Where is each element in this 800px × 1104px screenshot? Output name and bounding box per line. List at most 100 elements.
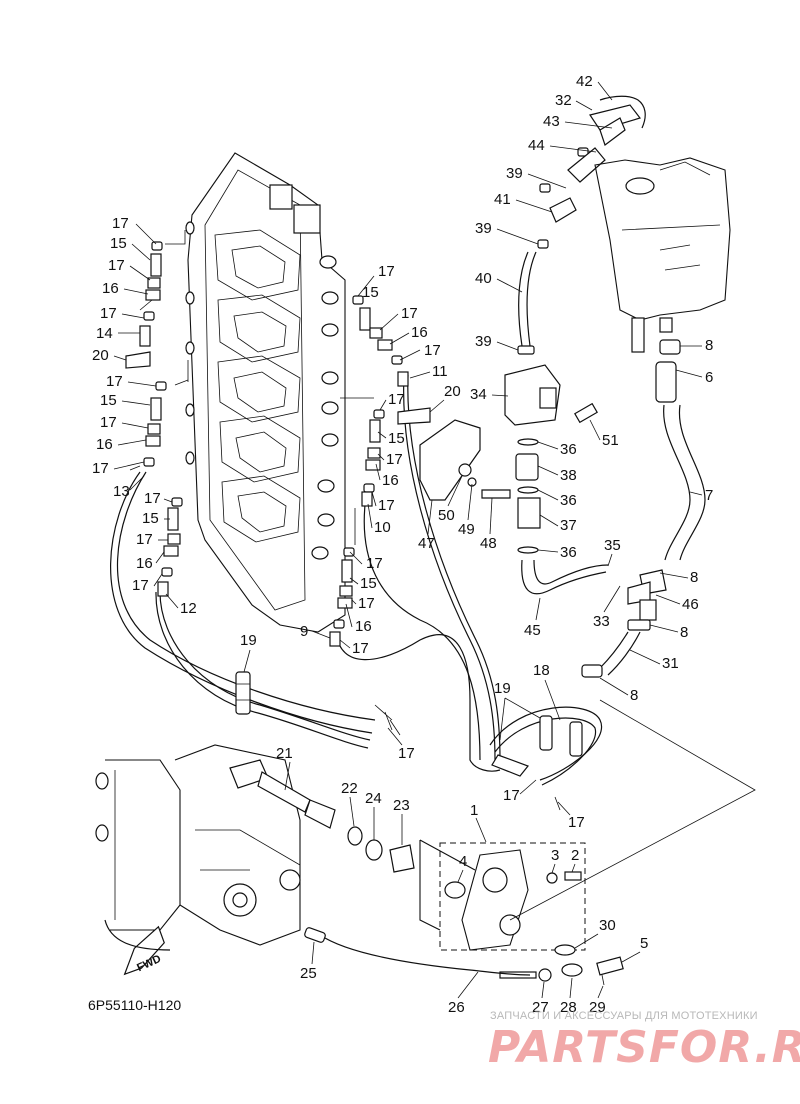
callout-17c: 17 — [100, 305, 117, 322]
callout-20a: 20 — [92, 347, 109, 364]
diagram-code: 6P55110-H120 — [88, 997, 182, 1013]
callout-16f: 16 — [355, 618, 372, 635]
callout-17k: 17 — [401, 305, 418, 322]
callout-51: 51 — [602, 432, 619, 449]
callout-17p: 17 — [366, 555, 383, 572]
callout-16e: 16 — [382, 472, 399, 489]
callout-15a: 15 — [110, 235, 127, 252]
clamp-19-left — [235, 671, 251, 715]
callout-17h: 17 — [136, 531, 153, 548]
callout-17f: 17 — [92, 460, 109, 477]
callout-19a: 19 — [240, 632, 257, 649]
callout-5: 5 — [640, 935, 648, 952]
callout-18: 18 — [533, 662, 550, 679]
callout-39a: 39 — [506, 165, 523, 182]
callout-50: 50 — [438, 507, 455, 524]
lower-case-drawing — [95, 744, 301, 946]
callout-17o: 17 — [378, 497, 395, 514]
callout-47: 47 — [418, 535, 435, 552]
callout-43: 43 — [543, 113, 560, 130]
callout-39b: 39 — [475, 220, 492, 237]
callout-31: 31 — [662, 655, 679, 672]
callout-11: 11 — [432, 363, 448, 380]
callout-40: 40 — [475, 270, 492, 287]
callout-17l: 17 — [424, 342, 441, 359]
callout-14: 14 — [96, 325, 113, 342]
callout-44: 44 — [528, 137, 545, 154]
fuel-hoses — [104, 374, 501, 951]
callout-17j: 17 — [378, 263, 395, 280]
callout-8a: 8 — [705, 337, 713, 354]
callout-12: 12 — [180, 600, 197, 617]
callout-17e: 17 — [100, 414, 117, 431]
callout-42: 42 — [576, 73, 593, 90]
callout-1: 1 — [470, 802, 478, 819]
fuel-pump-drawing — [419, 839, 624, 986]
callout-22: 22 — [341, 780, 358, 797]
callout-17q: 17 — [358, 595, 375, 612]
callout-15c: 15 — [142, 510, 159, 527]
callout-13: 13 — [113, 483, 130, 500]
callout-17r: 17 — [352, 640, 369, 657]
callout-33: 33 — [593, 613, 610, 630]
callout-6: 6 — [705, 369, 713, 386]
engine-block-drawing — [185, 152, 346, 633]
callout-35: 35 — [604, 537, 621, 554]
callout-17i: 17 — [132, 577, 149, 594]
callout-16c: 16 — [136, 555, 153, 572]
callout-36b: 36 — [560, 492, 577, 509]
callout-21: 21 — [276, 745, 293, 762]
callout-10: 10 — [374, 519, 391, 536]
callout-37: 37 — [560, 517, 577, 534]
callout-17t: 17 — [503, 787, 520, 804]
right-hose-chain-upper — [329, 295, 431, 647]
callout-8d: 8 — [630, 687, 638, 704]
callout-7: 7 — [705, 487, 713, 504]
callout-8c: 8 — [680, 624, 688, 641]
left-hose-chain-upper — [125, 241, 183, 597]
callout-3: 3 — [551, 847, 559, 864]
cable-26 — [304, 927, 531, 976]
callout-15b: 15 — [100, 392, 117, 409]
callout-16a: 16 — [102, 280, 119, 297]
callout-36c: 36 — [560, 544, 577, 561]
callout-17u: 17 — [568, 814, 585, 831]
callout-32: 32 — [555, 92, 572, 109]
callout-26: 26 — [448, 999, 465, 1016]
callout-29: 29 — [589, 999, 606, 1016]
callout-49: 49 — [458, 521, 475, 538]
callout-25: 25 — [300, 965, 317, 982]
callout-38: 38 — [560, 467, 577, 484]
leader-lines — [129, 230, 756, 921]
callout-labels: 1 2 3 4 5 6 7 8 8 8 8 9 10 11 12 13 14 1… — [92, 73, 713, 1016]
callout-23: 23 — [393, 797, 410, 814]
callout-19b: 19 — [494, 680, 511, 697]
callout-41: 41 — [494, 191, 511, 208]
clamp-18-19-right — [489, 706, 603, 786]
callout-4: 4 — [459, 853, 467, 870]
callout-17a: 17 — [112, 215, 129, 232]
callout-16b: 16 — [96, 436, 113, 453]
callout-15e: 15 — [388, 430, 405, 447]
callout-17n: 17 — [386, 451, 403, 468]
filter-assembly — [419, 95, 646, 595]
fwd-arrow-icon: FWD — [123, 925, 165, 976]
hose-7 — [655, 339, 706, 561]
callout-17s: 17 — [398, 745, 415, 762]
callout-28: 28 — [560, 999, 577, 1016]
callout-15d: 15 — [362, 284, 379, 301]
callout-2: 2 — [571, 847, 579, 864]
callout-20b: 20 — [444, 383, 461, 400]
callout-45: 45 — [524, 622, 541, 639]
callout-24: 24 — [365, 790, 382, 807]
watermark-tagline: ЗАПЧАСТИ И АКСЕССУАРЫ ДЛЯ МОТОТЕХНИКИ — [490, 1010, 758, 1022]
callout-17m: 17 — [388, 391, 405, 408]
vapor-separator-tank — [594, 157, 731, 353]
callout-36a: 36 — [560, 441, 577, 458]
callout-39c: 39 — [475, 333, 492, 350]
joint-and-hose-31 — [581, 569, 667, 678]
callout-9: 9 — [300, 623, 308, 640]
callout-17g: 17 — [144, 490, 161, 507]
